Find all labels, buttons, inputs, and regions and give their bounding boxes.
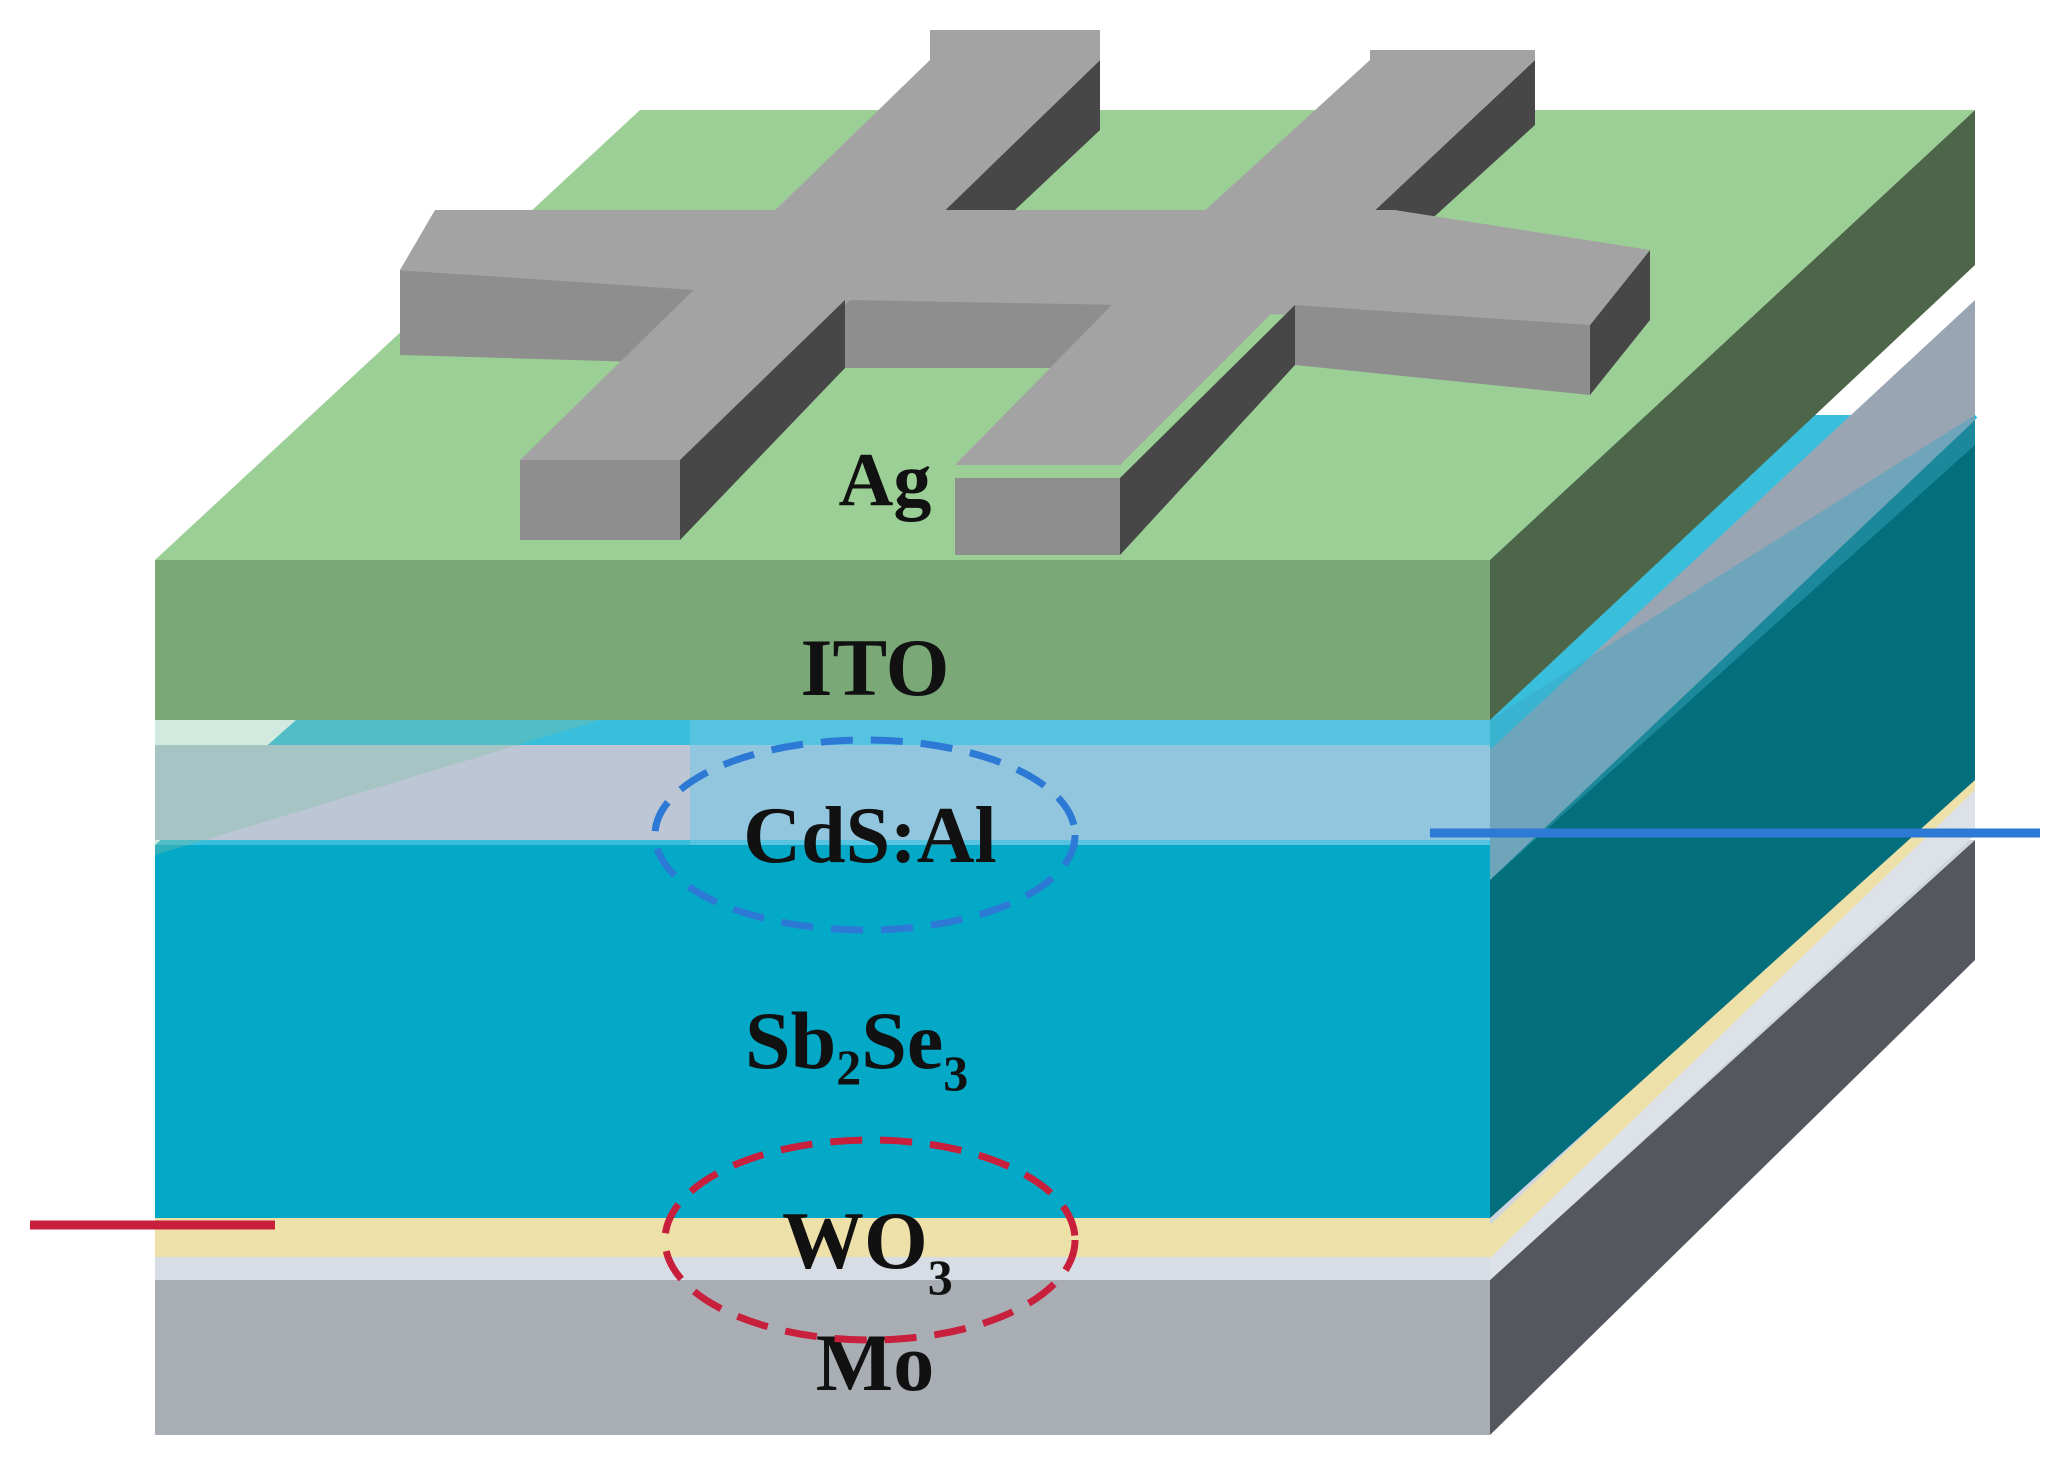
electrode-bar-3-top <box>520 225 930 460</box>
cds-label: CdS:Al <box>743 792 996 880</box>
ag-label: Ag <box>839 438 932 522</box>
electrode-bar-3-front <box>520 460 680 540</box>
svg-text:Sb2Se3: Sb2Se3 <box>745 995 968 1101</box>
wo3-highlight-ellipse <box>661 1136 1079 1344</box>
electrode-bar-3-side <box>680 300 845 540</box>
ito-layer-front <box>155 560 1490 720</box>
wo3-label-sub: 3 <box>928 1249 953 1305</box>
cds-layer-side <box>1490 300 1975 880</box>
electrode-bar-4-front <box>955 478 1120 555</box>
sb2se3-layer-front <box>155 845 1490 1218</box>
electrode-bar-1-top <box>760 30 1100 225</box>
mo-layer-front <box>155 1280 1490 1435</box>
electrode-bar-4-top <box>955 215 1370 465</box>
sb2se3-label-sub1: 2 <box>836 1039 861 1095</box>
wo3-label: WO3 <box>782 1195 953 1305</box>
ito-layer-translucent-front <box>155 720 600 855</box>
svg-text:WO3: WO3 <box>782 1195 953 1305</box>
wo3-layer-front <box>155 1215 1490 1257</box>
sb2se3-label-se: Se <box>861 995 943 1086</box>
wo3-label-main: WO <box>782 1195 928 1286</box>
ito-layer-side <box>1490 110 1975 720</box>
mo-label: Mo <box>816 1317 934 1408</box>
cds-highlight-ellipse <box>651 736 1079 934</box>
mo-layer-side <box>1490 840 1975 1435</box>
sb2se3-layer-side <box>1490 415 1975 1218</box>
ito-label: ITO <box>801 622 950 713</box>
cds-layer-overlay-side <box>1490 415 1975 880</box>
wo3-gray-front <box>155 1255 1490 1280</box>
electrode-bar-2-top <box>1200 50 1535 215</box>
sb2se3-label-sub2: 3 <box>943 1045 968 1101</box>
ag-grid-electrodes <box>400 30 1650 555</box>
sb2se3-label-sb: Sb <box>745 995 836 1086</box>
electrode-crossbar-front-right <box>1295 305 1590 395</box>
electrode-crossbar-side <box>1590 250 1650 395</box>
electrode-bar-4-side <box>1120 305 1295 555</box>
electrode-crossbar-gap-front <box>845 300 1125 368</box>
sb2se3-label: Sb2Se3 <box>745 995 968 1101</box>
